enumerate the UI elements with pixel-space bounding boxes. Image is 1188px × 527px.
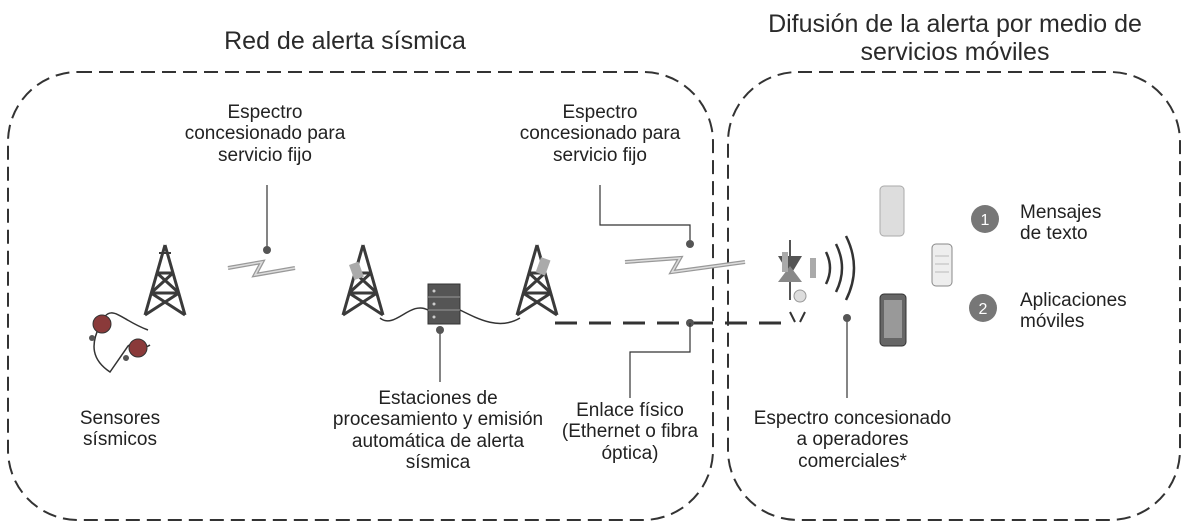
radio-link-icon [624,255,746,275]
server-icon [427,283,461,325]
left-panel-border [7,71,714,521]
label-line: sísmica [405,451,471,473]
label-line: automática de alerta [351,430,525,452]
spectrum-2-dot [686,240,694,248]
base-station-icon [778,240,816,323]
label-line: servicio fijo [218,144,312,166]
physical-link-label: Enlace físico (Ethernet o fibra óptica) [540,400,720,464]
spectrum-fixed-label-2: Espectro concesionado para servicio fijo [495,102,705,166]
label-line: Espectro [562,102,638,123]
label-line: procesamiento y emisión [332,409,544,431]
right-title-line-1: Difusión de la alerta por medio de [768,10,1142,38]
label-line: Aplicaciones [1020,290,1127,311]
radio-link-icon [227,259,296,278]
phone-icon [931,243,953,287]
label-line: Estaciones de [378,388,498,409]
commercial-spectrum-label: Espectro concesionado a operadores comer… [730,408,975,472]
right-title-line-2: servicios móviles [860,38,1050,66]
badge-1-number: 1 [981,212,990,229]
tower-icon [143,244,187,317]
label-line: sísmicos [83,429,157,451]
left-panel-title: Red de alerta sísmica [224,27,466,55]
sensors-label: Sensores sísmicos [60,408,180,451]
stations-dot [436,326,444,334]
tower-icon [341,244,385,317]
phone-icon [879,185,905,237]
right-panel-title: Difusión de la alerta por medio de servi… [745,10,1165,66]
label-line: Espectro [227,102,303,123]
item-mobile-apps: Aplicaciones móviles [1020,290,1170,333]
sensors-icon [89,312,151,374]
tower-icon [515,244,559,317]
label-line: concesionado para [184,123,346,145]
label-line: (Ethernet o fibra [561,421,699,443]
commercial-dot [843,314,851,322]
spectrum-2-pointer [599,185,691,242]
badge-2-circle [969,294,997,322]
cable-line [379,307,521,325]
spectrum-1-dot [263,246,271,254]
item-text-messages: Mensajes de texto [1020,202,1160,245]
physical-link-pointer [629,323,691,398]
right-panel-border [727,71,1181,521]
spectrum-fixed-label-1: Espectro concesionado para servicio fijo [160,102,370,166]
label-line: Espectro concesionado [753,408,952,429]
signal-waves-icon [824,235,856,301]
label-line: móviles [1020,311,1085,333]
label-line: a operadores [796,429,909,451]
label-line: concesionado para [519,123,681,145]
label-line: de texto [1020,223,1088,245]
label-line: Mensajes [1020,202,1102,223]
stations-label: Estaciones de procesamiento y emisión au… [318,388,558,473]
label-line: Sensores [79,408,161,429]
badge-2-number: 2 [979,301,988,318]
label-line: comerciales* [798,450,907,472]
label-line: Enlace físico [576,400,684,421]
label-line: servicio fijo [553,144,647,166]
label-line: óptica) [601,442,659,464]
badge-1-circle [971,205,999,233]
